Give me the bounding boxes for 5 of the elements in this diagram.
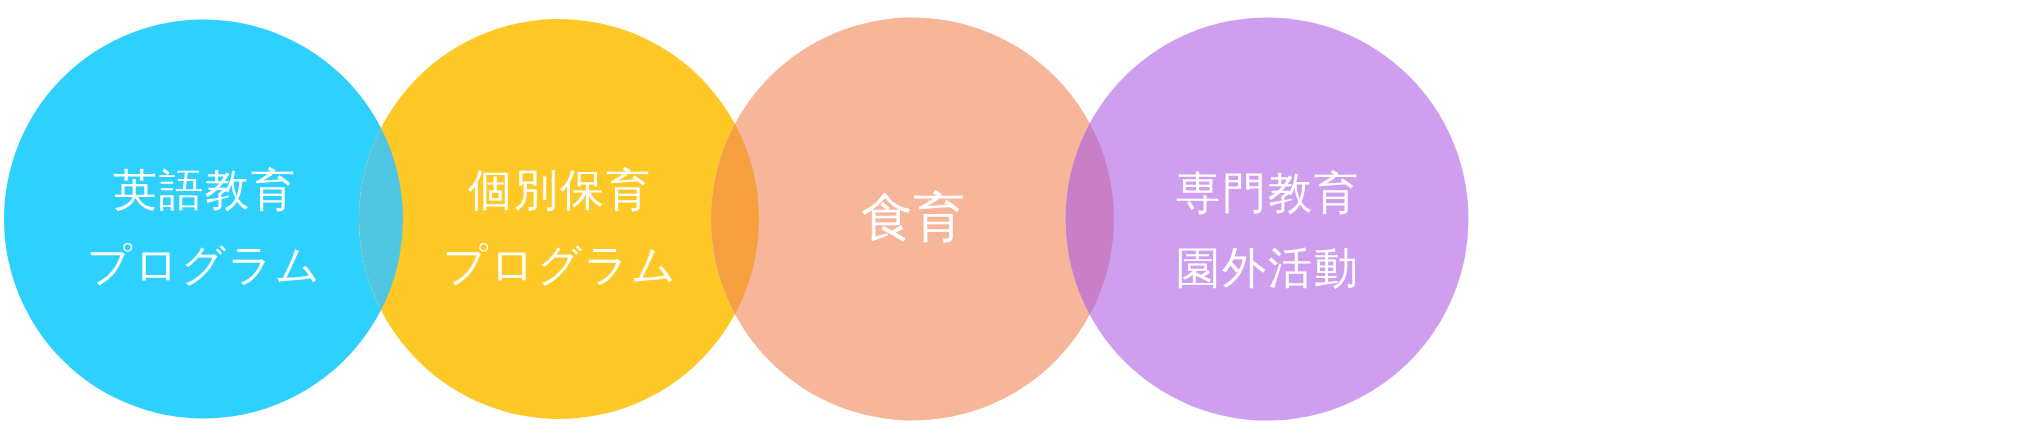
circle-label: 英語教育プログラム xyxy=(87,163,322,290)
circle-label: 食育 xyxy=(860,187,965,247)
circle xyxy=(1065,17,1469,421)
circle-label: 個別保育プログラム xyxy=(442,163,678,290)
circle-label: 専門教育園外活動 xyxy=(1176,166,1360,293)
